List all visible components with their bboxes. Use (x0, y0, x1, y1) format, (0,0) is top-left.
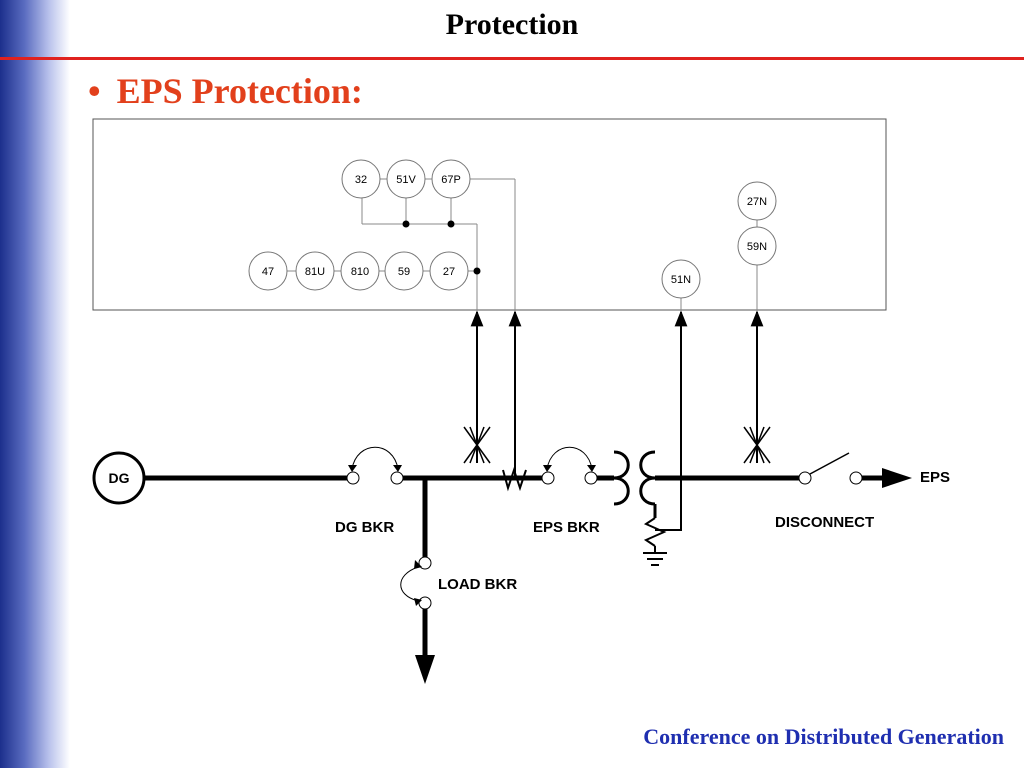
relay-label: 47 (262, 266, 274, 278)
relay-label: 32 (355, 174, 367, 186)
relay-label: 59 (398, 266, 410, 278)
load-breaker-symbol (400, 556, 432, 610)
neutral-ct-signal-line (655, 310, 688, 531)
relay-wiring (287, 178, 758, 310)
relay-32: 32 (341, 159, 381, 199)
generator-label: DG (109, 470, 130, 486)
junction-dot (402, 220, 410, 228)
signal-lines (470, 310, 764, 531)
title-divider (0, 57, 1024, 60)
relay-67p: 67P (431, 159, 471, 199)
disconnect-switch-symbol (798, 452, 863, 485)
relay-27: 27 (429, 251, 469, 291)
relay-label: 59N (747, 241, 767, 253)
relay-810: 810 (340, 251, 380, 291)
dg-breaker-label: DG BKR (335, 519, 394, 536)
relay-51n: 51N (661, 259, 701, 299)
disconnect-label: DISCONNECT (775, 514, 874, 531)
relay-label: 51N (671, 274, 691, 286)
ground-symbol (643, 517, 667, 566)
load-arrow-icon (415, 655, 435, 684)
relay-59n: 59N (737, 226, 777, 266)
relay-51v: 51V (386, 159, 426, 199)
relay-label: 27N (747, 196, 767, 208)
pt-symbol-right (743, 426, 771, 464)
slide-side-band (0, 0, 70, 768)
bullet-heading: • EPS Protection: (88, 70, 363, 112)
relay-81u: 81U (295, 251, 335, 291)
slide-footer: Conference on Distributed Generation (643, 724, 1004, 749)
junction-dot (447, 220, 455, 228)
eps-arrow-icon (882, 468, 912, 488)
relay-label: 81U (305, 266, 325, 278)
relay-label: 27 (443, 266, 455, 278)
junction-dot (473, 267, 481, 275)
eps-breaker-label: EPS BKR (533, 519, 600, 536)
relay-59: 59 (384, 251, 424, 291)
relay-label: 67P (441, 174, 461, 186)
ct-symbol (502, 466, 527, 492)
generator-symbol (92, 451, 146, 505)
relay-label: 810 (351, 266, 369, 278)
junction-dots (402, 220, 481, 275)
eps-breaker-symbol (541, 446, 598, 485)
slide-title: Protection (445, 8, 579, 41)
pt-symbol-left (463, 426, 491, 464)
transformer-symbol (613, 450, 657, 518)
relay-label: 51V (396, 174, 416, 186)
relay-27n: 27N (737, 181, 777, 221)
bullet-dot-icon: • (88, 71, 101, 111)
relay-47: 47 (248, 251, 288, 291)
bullet-text: EPS Protection: (116, 71, 363, 111)
dg-breaker-symbol (346, 446, 404, 485)
load-breaker-label: LOAD BKR (438, 576, 517, 593)
utility-label: EPS (920, 469, 950, 486)
